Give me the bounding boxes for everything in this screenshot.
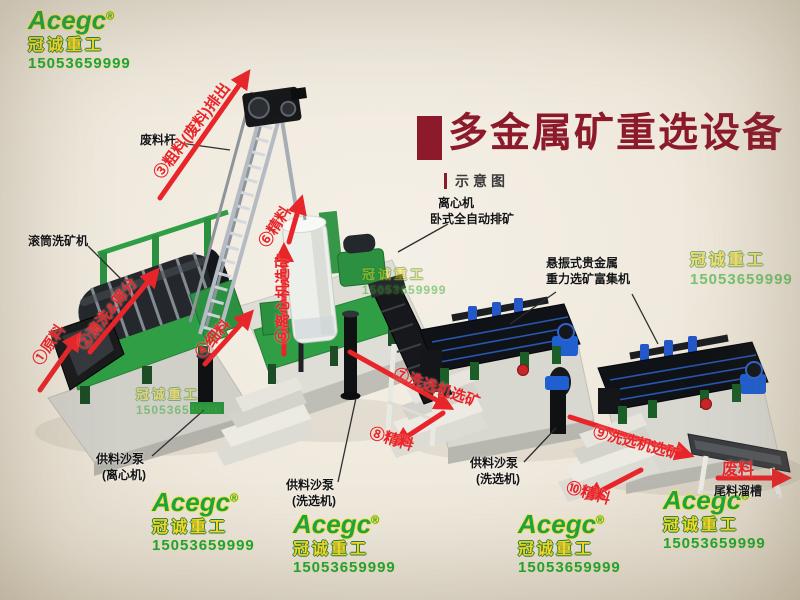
label-leader-lines <box>87 142 659 483</box>
label-pump-washer2: 供料沙泵 (洗选机) <box>470 456 520 487</box>
brand-company: 冠诚重工 <box>293 540 370 558</box>
brand-company: 冠诚重工 <box>518 540 595 558</box>
subtitle: 示意图 <box>444 171 509 191</box>
label-pump-washer1-line1: 供料沙泵 <box>286 478 335 492</box>
brand-phone: 15053659999 <box>690 270 793 288</box>
label-concentrator-line2: 重力选矿富集机 <box>546 271 631 286</box>
label-pump-washer1-line2: (洗选机) <box>292 493 336 508</box>
tailings-chute <box>687 433 791 499</box>
centrifuge-machine <box>253 197 405 384</box>
brand-phone: 15053659999 <box>28 55 131 73</box>
process-flow-arrows <box>37 69 792 500</box>
label-pump-washer1: 供料沙泵 (洗选机) <box>286 478 336 509</box>
label-centrifuge-line2: 卧式全自动排矿 <box>430 211 515 226</box>
label-concentrator-line1: 悬振式贵金属 <box>546 256 619 270</box>
title-accent-square <box>417 116 442 160</box>
label-pump-centrifuge: 供料沙泵 (离心机) <box>96 452 146 483</box>
brand-phone: 15053659999 <box>293 559 396 577</box>
brand-name: Acegc <box>293 509 372 539</box>
label-pump-washer2-line2: (洗选机) <box>476 471 520 486</box>
brand-logo: Acegc® <box>293 510 396 539</box>
subtitle-bar <box>444 173 447 189</box>
brand-reg-mark: ® <box>230 492 239 505</box>
brand-name: Acegc <box>518 509 597 539</box>
brand-watermark-bottom-right: Acegc® 冠诚重工 15053659999 <box>663 486 766 553</box>
flow-label-centrifuge-select: ⑤离心机选矿 <box>274 253 292 344</box>
brand-company: 冠诚重工 <box>362 267 427 282</box>
brand-logo: Acegc® <box>518 510 621 539</box>
label-pump-centrifuge-line1: 供料沙泵 <box>96 452 145 466</box>
brand-company: 冠诚重工 <box>663 516 740 534</box>
page-title: 多金属矿重选设备 <box>448 111 784 155</box>
label-centrifuge: 离心机 卧式全自动排矿 <box>430 196 514 227</box>
brand-watermark-bottom-left: Acegc® 冠诚重工 15053659999 <box>152 488 255 555</box>
brand-logo: Acegc® <box>152 488 255 517</box>
brand-watermark-bottom-mid-left: Acegc® 冠诚重工 15053659999 <box>293 510 396 577</box>
brand-logo: Acegc® <box>663 486 766 515</box>
shaking-table-2 <box>597 334 769 424</box>
subtitle-text: 示意图 <box>455 173 509 189</box>
label-pump-washer2-line1: 供料沙泵 <box>470 456 519 470</box>
label-waste-rod: 废料杆 <box>140 133 177 147</box>
brand-watermark-bottom-mid-right: Acegc® 冠诚重工 15053659999 <box>518 510 621 577</box>
brand-reg-mark: ® <box>741 490 750 503</box>
flow-label-waste: 废料 <box>722 461 755 478</box>
brand-name: Acegc <box>152 487 231 517</box>
brand-watermark-mid-right: 冠诚重工 15053659999 <box>690 250 793 288</box>
feed-pump-centrifuge <box>190 352 224 414</box>
brand-watermark-top-left: Acegc® 冠诚重工 15053659999 <box>28 6 131 73</box>
brand-phone: 15053659999 <box>663 535 766 553</box>
brand-reg-mark: ® <box>371 514 380 527</box>
brand-reg-mark: ® <box>596 514 605 527</box>
label-drum-washer: 滚筒洗矿机 <box>28 234 89 248</box>
brand-phone: 15053659999 <box>362 283 447 298</box>
label-centrifuge-line1: 离心机 <box>438 196 475 210</box>
brand-company: 冠诚重工 <box>136 387 201 402</box>
brand-company: 冠诚重工 <box>690 252 767 269</box>
brand-watermark-on-drum: 冠诚重工 15053659999 <box>136 386 220 417</box>
brand-watermark-on-tank: 冠诚重工 15053659999 <box>362 266 446 297</box>
brand-phone: 15053659999 <box>136 403 221 418</box>
label-concentrator: 悬振式贵金属 重力选矿富集机 <box>546 256 630 287</box>
feed-pump-washer2 <box>545 367 571 434</box>
brand-reg-mark: ® <box>106 10 115 23</box>
brand-name: Acegc <box>28 5 107 35</box>
label-tailings-chute: 尾料溜槽 <box>714 484 763 498</box>
label-pump-centrifuge-line2: (离心机) <box>102 467 146 482</box>
brand-name: Acegc <box>663 485 742 515</box>
brand-company: 冠诚重工 <box>28 36 105 54</box>
brand-logo: Acegc® <box>28 6 131 35</box>
brand-phone: 15053659999 <box>518 559 621 577</box>
shaking-table-1 <box>419 296 581 386</box>
brand-company: 冠诚重工 <box>152 518 229 536</box>
brand-phone: 15053659999 <box>152 537 255 555</box>
elevator-head <box>242 86 307 128</box>
